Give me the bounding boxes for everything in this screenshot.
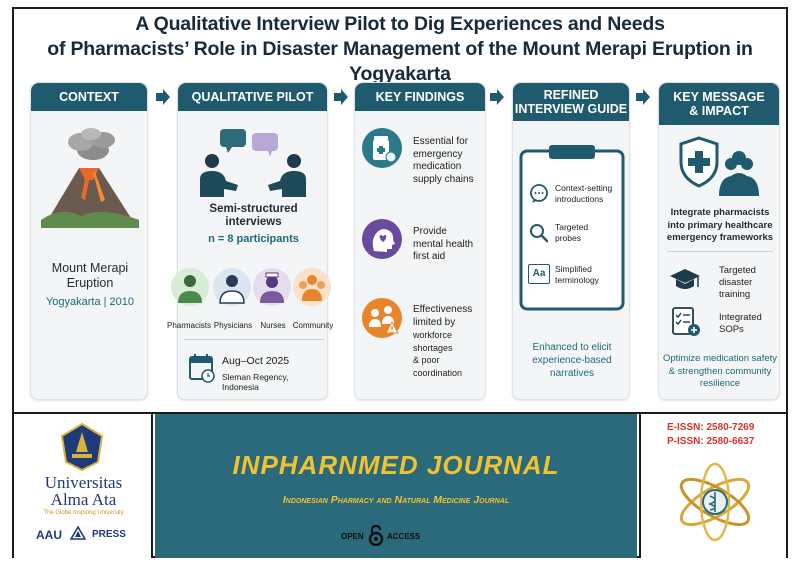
guide-header: REFINED INTERVIEW GUIDE	[513, 83, 629, 121]
volcano-icon	[41, 128, 139, 228]
chat-bubble-icon	[530, 184, 548, 203]
nurse-icon	[253, 268, 291, 306]
medication-icon	[362, 128, 402, 168]
arrow-right-icon	[334, 89, 348, 105]
findings-card: KEY FINDINGS Essential for emergency med…	[354, 82, 486, 400]
impact-header: KEY MESSAGE & IMPACT	[659, 83, 779, 125]
location: Sleman Regency, Indonesia	[222, 372, 289, 392]
community-icon	[293, 268, 331, 306]
checklist-icon	[672, 307, 700, 336]
period: Aug–Oct 2025	[222, 355, 290, 367]
arrow-right-icon	[490, 89, 504, 105]
event-name: Mount Merapi Eruption	[51, 261, 129, 290]
finding-1: Essential for emergency medication suppl…	[413, 136, 474, 185]
pilot-header: QUALITATIVE PILOT	[178, 83, 327, 111]
journal-name: INPHARNMED JOURNAL	[232, 450, 560, 480]
access-label: ACCESS	[387, 532, 421, 541]
journal-banner: INPHARNMED JOURNAL Indonesian Pharmacy a…	[155, 414, 637, 558]
impact-item-1: Targeted disaster training	[719, 265, 756, 300]
arrow-right-icon	[156, 89, 170, 105]
workforce-warning-icon	[362, 298, 402, 338]
aau-logo: AAU	[36, 528, 62, 542]
title-line-1: A Qualitative Interview Pilot to Dig Exp…	[135, 13, 665, 35]
impact-item-2: Integrated SOPs	[719, 312, 762, 335]
journal-emblem-icon	[679, 462, 751, 542]
calendar-icon	[189, 354, 215, 383]
impact-card: KEY MESSAGE & IMPACT Integrate pharmacis…	[658, 82, 780, 400]
physician-icon	[213, 268, 251, 306]
participants: n = 8 participants	[208, 233, 299, 245]
university-name: Universitas Alma Ata	[44, 473, 123, 509]
context-header: CONTEXT	[31, 83, 147, 111]
guide-item-3: Simplified terminology	[555, 264, 599, 285]
method: Semi-structured interviews	[209, 203, 298, 228]
findings-header: KEY FINDINGS	[355, 83, 485, 111]
finding-3: Effectiveness limited by workforce short…	[413, 304, 473, 378]
place-year: Yogyakarta | 2010	[45, 296, 135, 308]
group-label: Community	[292, 321, 334, 330]
guide-note: Enhanced to elicit experience-based narr…	[532, 342, 612, 379]
journal-subtitle: Indonesian Pharmacy and Natural Medicine…	[282, 494, 510, 506]
issn-panel: E-ISSN: 2580-7269 P-ISSN: 2580-6637	[639, 414, 786, 558]
university-tagline: The Globe Inspiring University	[43, 510, 124, 516]
context-card: CONTEXT Mount Merapi Eruption Yogyakarta…	[30, 82, 148, 400]
group-label: Physicians	[213, 321, 253, 330]
group-label: Pharmacists	[166, 321, 211, 330]
interview-icon	[200, 129, 306, 197]
key-message: Integrate pharmacists into primary healt…	[666, 207, 774, 243]
graduation-cap-icon	[670, 269, 700, 289]
footer-banner	[12, 412, 788, 558]
pissn: P-ISSN: 2580-6637	[667, 436, 755, 447]
group-label: Nurses	[260, 321, 286, 330]
guide-item-2: Targeted probes	[555, 222, 589, 243]
arrow-right-icon	[636, 89, 650, 105]
mental-health-icon	[362, 219, 402, 259]
shield-team-icon	[679, 136, 759, 196]
open-access-lock-icon	[368, 524, 384, 546]
magnifier-icon	[530, 224, 549, 243]
press-label: PRESS	[92, 529, 126, 540]
poster-title: A Qualitative Interview Pilot to Dig Exp…	[14, 12, 786, 87]
divider	[184, 339, 324, 340]
university-logo-icon	[60, 422, 104, 472]
open-label: OPEN	[341, 532, 364, 541]
pilot-card: QUALITATIVE PILOT Semi-structured interv…	[167, 82, 333, 400]
font-size-icon: Aa	[528, 264, 550, 284]
pharmacist-icon	[171, 268, 209, 306]
guide-card: REFINED INTERVIEW GUIDE Context-setting …	[512, 82, 630, 400]
guide-item-1: Context-setting introductions	[555, 183, 613, 204]
divider	[667, 251, 773, 252]
eissn: E-ISSN: 2580-7269	[667, 422, 755, 433]
university-panel: Universitas Alma Ata The Globe Inspiring…	[14, 414, 153, 558]
finding-2: Provide mental health first aid	[413, 226, 474, 262]
impact-footer: Optimize medication safety & strengthen …	[662, 353, 778, 389]
press-logo-icon	[70, 526, 86, 540]
title-line-2: of Pharmacists’ Role in Disaster Managem…	[47, 38, 753, 85]
